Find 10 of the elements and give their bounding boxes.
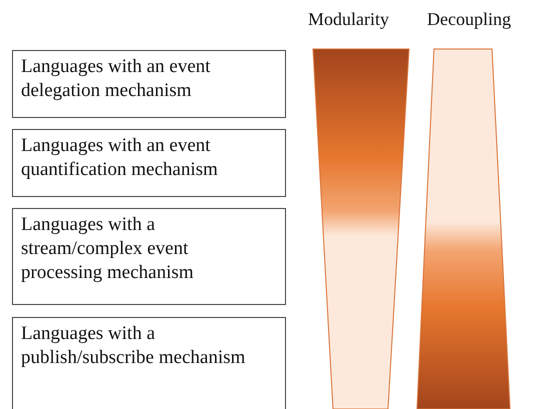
- column-heading: Modularity: [308, 9, 389, 30]
- text-box: [12, 317, 286, 409]
- box-text: Languages with an event quantification mechanism: [21, 134, 219, 182]
- box-text: Languages with a publish/subscribe mechanism: [21, 322, 246, 370]
- text-box: [12, 129, 286, 197]
- box-text: Languages with an event delegation mechanism: [21, 55, 212, 103]
- box-text: Languages with a stream/complex event processing mechanism: [21, 213, 195, 285]
- text-box: [12, 208, 286, 305]
- text-box: [12, 50, 286, 118]
- column-heading: Decoupling: [427, 9, 511, 30]
